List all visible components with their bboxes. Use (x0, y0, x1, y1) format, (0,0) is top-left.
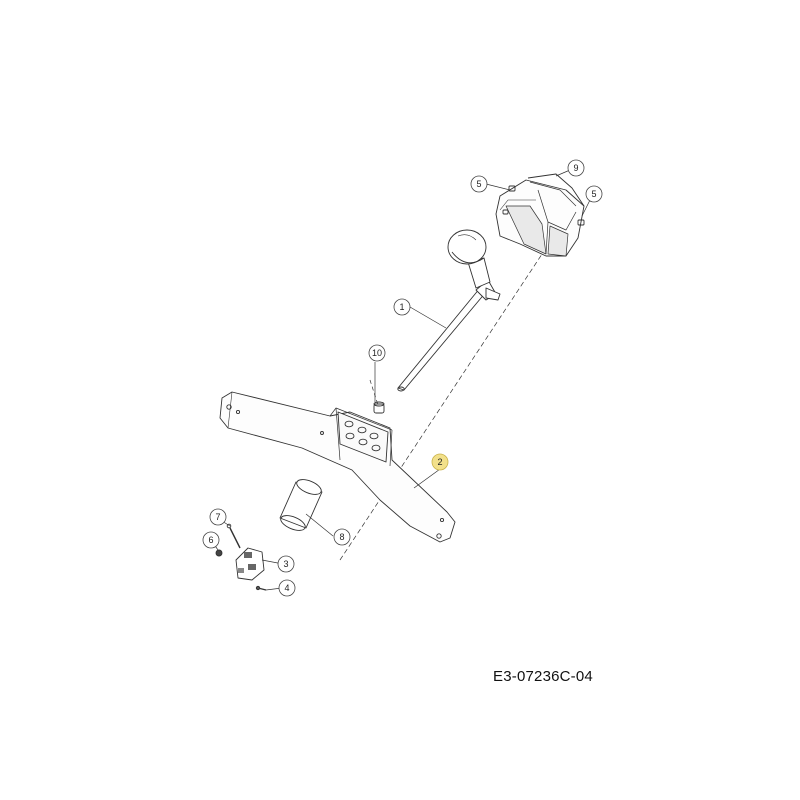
svg-text:2: 2 (437, 457, 442, 467)
shaft-part (397, 257, 501, 392)
screw-part (502, 185, 585, 226)
svg-text:8: 8 (339, 532, 344, 542)
callout-3: 3 (277, 555, 295, 573)
sleeve-part (279, 479, 323, 531)
svg-text:3: 3 (283, 559, 288, 569)
callout-5-left: 5 (470, 175, 488, 193)
svg-text:1: 1 (399, 302, 404, 312)
callout-2: 2 (431, 453, 449, 471)
slotted-bracket (320, 411, 389, 463)
screw-part-7 (226, 523, 241, 549)
callout-1: 1 (393, 298, 411, 316)
callout-8: 8 (333, 528, 351, 546)
svg-text:10: 10 (372, 348, 382, 358)
assembly-line (339, 244, 549, 561)
callout-4: 4 (278, 579, 296, 597)
nut-part-6 (215, 549, 223, 557)
clamp-part (235, 547, 265, 581)
svg-text:6: 6 (208, 535, 213, 545)
svg-text:4: 4 (284, 583, 289, 593)
callout-9: 9 (567, 159, 585, 177)
svg-text:7: 7 (215, 512, 220, 522)
callout-7: 7 (209, 508, 227, 526)
callout-6: 6 (202, 531, 220, 549)
svg-text:9: 9 (573, 163, 578, 173)
bushing-part (373, 401, 385, 414)
callout-10: 10 (368, 344, 386, 362)
callout-5-right: 5 (585, 185, 603, 203)
drawing-code: E3-07236C-04 (493, 668, 593, 685)
svg-text:5: 5 (591, 189, 596, 199)
housing-part (495, 173, 585, 257)
knob-part (447, 229, 487, 265)
screw-part-4 (255, 585, 267, 591)
frame-part (219, 391, 456, 543)
assembly-line-small (369, 379, 379, 406)
svg-text:5: 5 (476, 179, 481, 189)
